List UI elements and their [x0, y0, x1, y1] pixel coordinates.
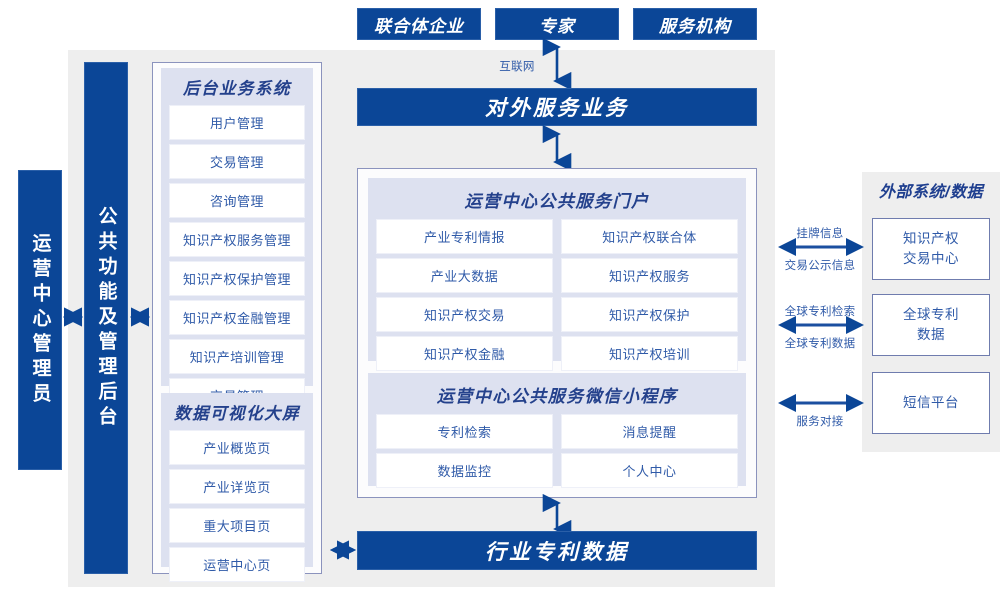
actor-label: 联合体企业 [374, 16, 464, 36]
public-service-portal-panel: 运营中心公共服务门户 产业专利情报 知识产权联合体 产业大数据 知识产权服务 知… [368, 178, 746, 371]
actor-label: 专家 [539, 16, 575, 36]
arrow-to-ip-exchange-center [778, 238, 864, 256]
backend-item-6[interactable]: 知识产培训管理 [169, 339, 305, 374]
dataviz-item-list: 产业概览页 产业详览页 重大项目页 运营中心页 [161, 430, 313, 588]
dataviz-item-1[interactable]: 产业详览页 [169, 469, 305, 504]
dataviz-item-2[interactable]: 重大项目页 [169, 508, 305, 543]
external-system-label: 知识产权交易中心 [903, 231, 959, 266]
miniprogram-item-grid: 专利检索 消息提醒 数据监控 个人中心 [368, 414, 746, 496]
wechat-miniprogram-panel: 运营中心公共服务微信小程序 专利检索 消息提醒 数据监控 个人中心 [368, 373, 746, 488]
external-system-sms-platform[interactable]: 短信平台 [872, 372, 990, 434]
portal-item-3[interactable]: 知识产权服务 [561, 258, 738, 293]
arrow-internet [542, 37, 572, 91]
portal-item-1[interactable]: 知识产权联合体 [561, 219, 738, 254]
portal-item-4[interactable]: 知识产权交易 [376, 297, 553, 332]
miniprogram-panel-title: 运营中心公共服务微信小程序 [436, 387, 678, 406]
miniprogram-item-1[interactable]: 消息提醒 [561, 414, 738, 449]
arrow-to-sms-platform [778, 394, 864, 412]
dataviz-item-0[interactable]: 产业概览页 [169, 430, 305, 465]
portal-panel-title: 运营中心公共服务门户 [464, 192, 650, 211]
dataviz-panel-title: 数据可视化大屏 [174, 405, 300, 423]
arrow-backend-to-business-panel [129, 307, 151, 327]
industry-patent-data-bar[interactable]: 行业专利数据 [357, 531, 757, 570]
arrow-service-to-portal [542, 124, 572, 172]
backend-item-0[interactable]: 用户管理 [169, 105, 305, 140]
backend-item-5[interactable]: 知识产权金融管理 [169, 300, 305, 335]
arrow-admin-to-backend [62, 307, 84, 327]
arrow-leftframe-to-patent-data [329, 540, 357, 560]
connection-label-listing-info: 挂牌信息 [796, 228, 844, 240]
backend-item-3[interactable]: 知识产权服务管理 [169, 222, 305, 257]
external-system-global-patent-data[interactable]: 全球专利数据 [872, 294, 990, 356]
external-system-ip-exchange-center[interactable]: 知识产权交易中心 [872, 218, 990, 280]
role-label: 公共功能及管理后台 [95, 205, 117, 431]
connection-label-global-patent-data: 全球专利数据 [784, 338, 856, 350]
industry-patent-label: 行业专利数据 [485, 540, 629, 564]
connection-label-service-docking: 服务对接 [796, 416, 844, 428]
connection-label-global-patent-search: 全球专利检索 [784, 306, 856, 318]
backend-item-2[interactable]: 咨询管理 [169, 183, 305, 218]
portal-item-5[interactable]: 知识产权保护 [561, 297, 738, 332]
role-label: 运营中心管理员 [29, 232, 51, 408]
backend-item-4[interactable]: 知识产权保护管理 [169, 261, 305, 296]
miniprogram-item-2[interactable]: 数据监控 [376, 453, 553, 488]
external-panel-title: 外部系统/数据 [879, 184, 983, 201]
external-system-label: 短信平台 [903, 395, 959, 411]
role-bar-operation-center-admin[interactable]: 运营中心管理员 [18, 170, 62, 470]
portal-item-7[interactable]: 知识产权培训 [561, 336, 738, 371]
external-service-label: 对外服务业务 [485, 97, 629, 120]
miniprogram-item-3[interactable]: 个人中心 [561, 453, 738, 488]
arrow-portal-to-patent-data [542, 493, 572, 539]
backend-panel-title: 后台业务系统 [183, 80, 291, 98]
miniprogram-item-0[interactable]: 专利检索 [376, 414, 553, 449]
connection-label-trade-public-info: 交易公示信息 [784, 260, 856, 272]
actor-box-expert[interactable]: 专家 [495, 8, 619, 40]
dataviz-item-3[interactable]: 运营中心页 [169, 547, 305, 582]
arrow-to-global-patent-data [778, 316, 864, 334]
actor-box-union-enterprise[interactable]: 联合体企业 [357, 8, 481, 40]
portal-item-6[interactable]: 知识产权金融 [376, 336, 553, 371]
backend-business-system-panel: 后台业务系统 用户管理 交易管理 咨询管理 知识产权服务管理 知识产权保护管理 … [161, 68, 313, 452]
portal-item-grid: 产业专利情报 知识产权联合体 产业大数据 知识产权服务 知识产权交易 知识产权保… [368, 219, 746, 379]
backend-item-1[interactable]: 交易管理 [169, 144, 305, 179]
portal-item-0[interactable]: 产业专利情报 [376, 219, 553, 254]
portal-item-2[interactable]: 产业大数据 [376, 258, 553, 293]
external-system-label: 全球专利数据 [903, 307, 959, 342]
external-service-business-bar[interactable]: 对外服务业务 [357, 88, 757, 126]
role-bar-common-function-backend[interactable]: 公共功能及管理后台 [84, 62, 128, 574]
actor-box-service-agency[interactable]: 服务机构 [633, 8, 757, 40]
data-visualization-panel: 数据可视化大屏 产业概览页 产业详览页 重大项目页 运营中心页 [161, 393, 313, 582]
internet-label: 互联网 [499, 61, 535, 73]
actor-label: 服务机构 [659, 16, 731, 36]
